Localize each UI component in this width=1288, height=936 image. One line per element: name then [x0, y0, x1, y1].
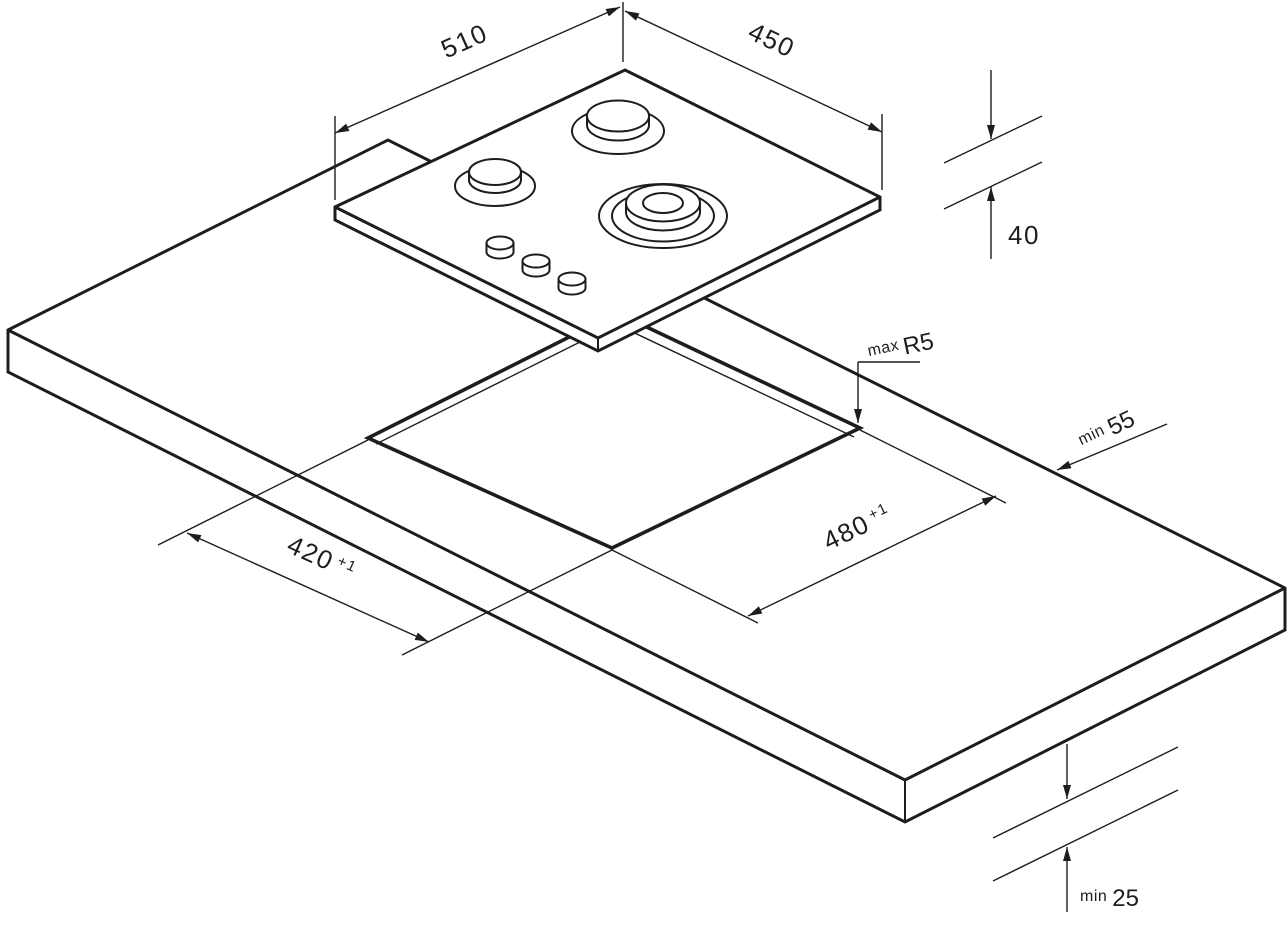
- dim-420-extension-bottom: [401, 549, 613, 656]
- dim-510-line: [334, 6, 621, 134]
- dim-40-reference-top: [943, 115, 1043, 164]
- dim-450-line: [624, 10, 883, 133]
- dim-55-leader: [1056, 423, 1168, 471]
- dim-480-extension-left: [611, 549, 759, 624]
- dim-510-label: 510: [436, 17, 492, 64]
- burner-large-center: [642, 192, 684, 214]
- dim-40-reference-bottom: [943, 161, 1043, 210]
- knob-1-top: [485, 235, 515, 251]
- burner-small: [454, 158, 536, 207]
- cutout-inner-wall-left: [375, 325, 613, 445]
- dim-420-extension-top: [157, 439, 369, 546]
- dim-420-line: [186, 532, 430, 643]
- cutout-outline: [363, 310, 865, 550]
- worktop-outline: [6, 138, 1287, 824]
- worktop-front-right-edge: [904, 586, 1286, 782]
- knob-3-top: [557, 271, 587, 287]
- worktop: [6, 138, 1287, 824]
- dim-480-line: [747, 495, 997, 617]
- burner-medium-cap: [586, 99, 650, 133]
- dim-r5-label: maxR5: [866, 328, 937, 368]
- worktop-front-left-edge: [7, 328, 906, 782]
- dim-25-reference-top: [992, 746, 1179, 839]
- burner-large: [598, 183, 728, 249]
- dim-max-r5: maxR5: [854, 328, 937, 423]
- dim-55-label: min55: [1074, 405, 1139, 455]
- dim-40: 40: [943, 70, 1043, 259]
- dim-450-label: 450: [744, 16, 800, 64]
- burner-small-cap: [468, 158, 522, 186]
- control-knobs: [485, 235, 587, 296]
- knob-2-top: [521, 253, 551, 269]
- dim-25-reference-bottom: [992, 789, 1179, 882]
- dim-480-extension-right: [859, 429, 1007, 504]
- dim-min-55: min55: [1056, 405, 1168, 471]
- worktop-cutout: [363, 310, 865, 550]
- cutout-inner-wall-right: [621, 326, 855, 438]
- dim-40-label: 40: [1008, 220, 1040, 250]
